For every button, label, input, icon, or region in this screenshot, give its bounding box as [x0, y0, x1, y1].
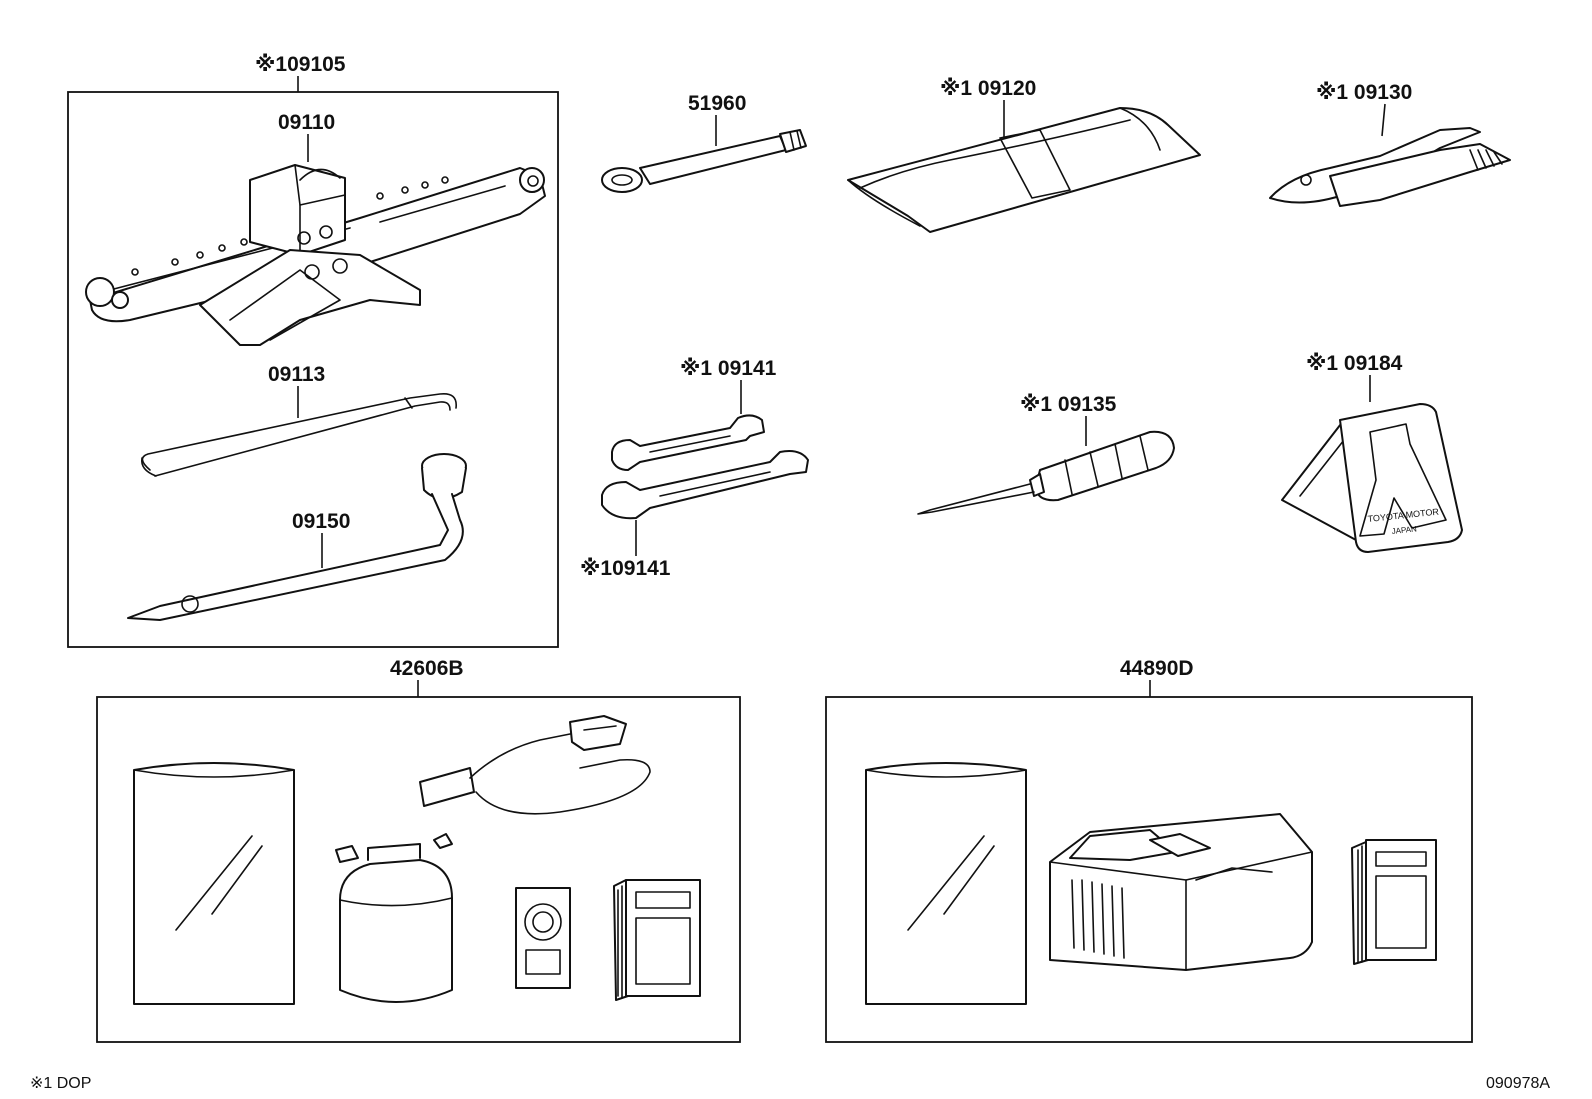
sealant-bottle-drawing [335, 833, 453, 1003]
repair-kit-bag-drawing [133, 762, 295, 1005]
open-wrench-upper-drawing [611, 414, 765, 471]
label-wheel-wrench: 09150 [292, 510, 350, 533]
label-wheel-chock: ※1 09184 [1306, 352, 1403, 375]
compressor-kit-bag-drawing [865, 762, 1027, 1005]
wheel-wrench-drawing [127, 453, 467, 621]
tool-bag-drawing [847, 107, 1201, 233]
tow-hook-drawing [601, 129, 807, 193]
air-compressor-drawing [1049, 813, 1313, 971]
figure-code: 090978A [1486, 1075, 1550, 1092]
compressor-kit-box [825, 696, 1473, 1043]
wheel-chock-drawing: TOYOTA MOTOR JAPAN [1281, 403, 1463, 553]
speed-limit-sticker-drawing [515, 887, 571, 989]
jack-handle-drawing [140, 392, 457, 477]
compressor-kit-manual-drawing [1351, 839, 1437, 965]
chock-text-line2: JAPAN [1391, 524, 1417, 536]
footer-note: ※1 DOP [30, 1075, 91, 1092]
open-wrench-lower-drawing [601, 450, 809, 520]
label-jack: 09110 [278, 111, 335, 134]
scissor-jack-drawing [85, 164, 546, 346]
screwdriver-drawing [917, 430, 1175, 515]
jack-set-box [67, 91, 559, 648]
label-repair-kit: 42606B [390, 657, 464, 680]
sealant-hose-drawing [419, 715, 651, 815]
label-wrench-lower: ※109141 [580, 557, 671, 580]
label-compressor-kit: 44890D [1120, 657, 1194, 680]
label-screwdriver: ※1 09135 [1020, 393, 1117, 416]
label-wrench-upper: ※1 09141 [680, 357, 777, 380]
label-pliers: ※1 09130 [1316, 81, 1412, 104]
pliers-drawing [1269, 127, 1511, 207]
label-jack-set: ※109105 [255, 53, 346, 76]
label-tow-hook: 51960 [688, 92, 746, 115]
repair-kit-manual-drawing [613, 879, 701, 1001]
label-jack-handle: 09113 [268, 363, 325, 386]
label-tool-bag: ※1 09120 [940, 77, 1036, 100]
